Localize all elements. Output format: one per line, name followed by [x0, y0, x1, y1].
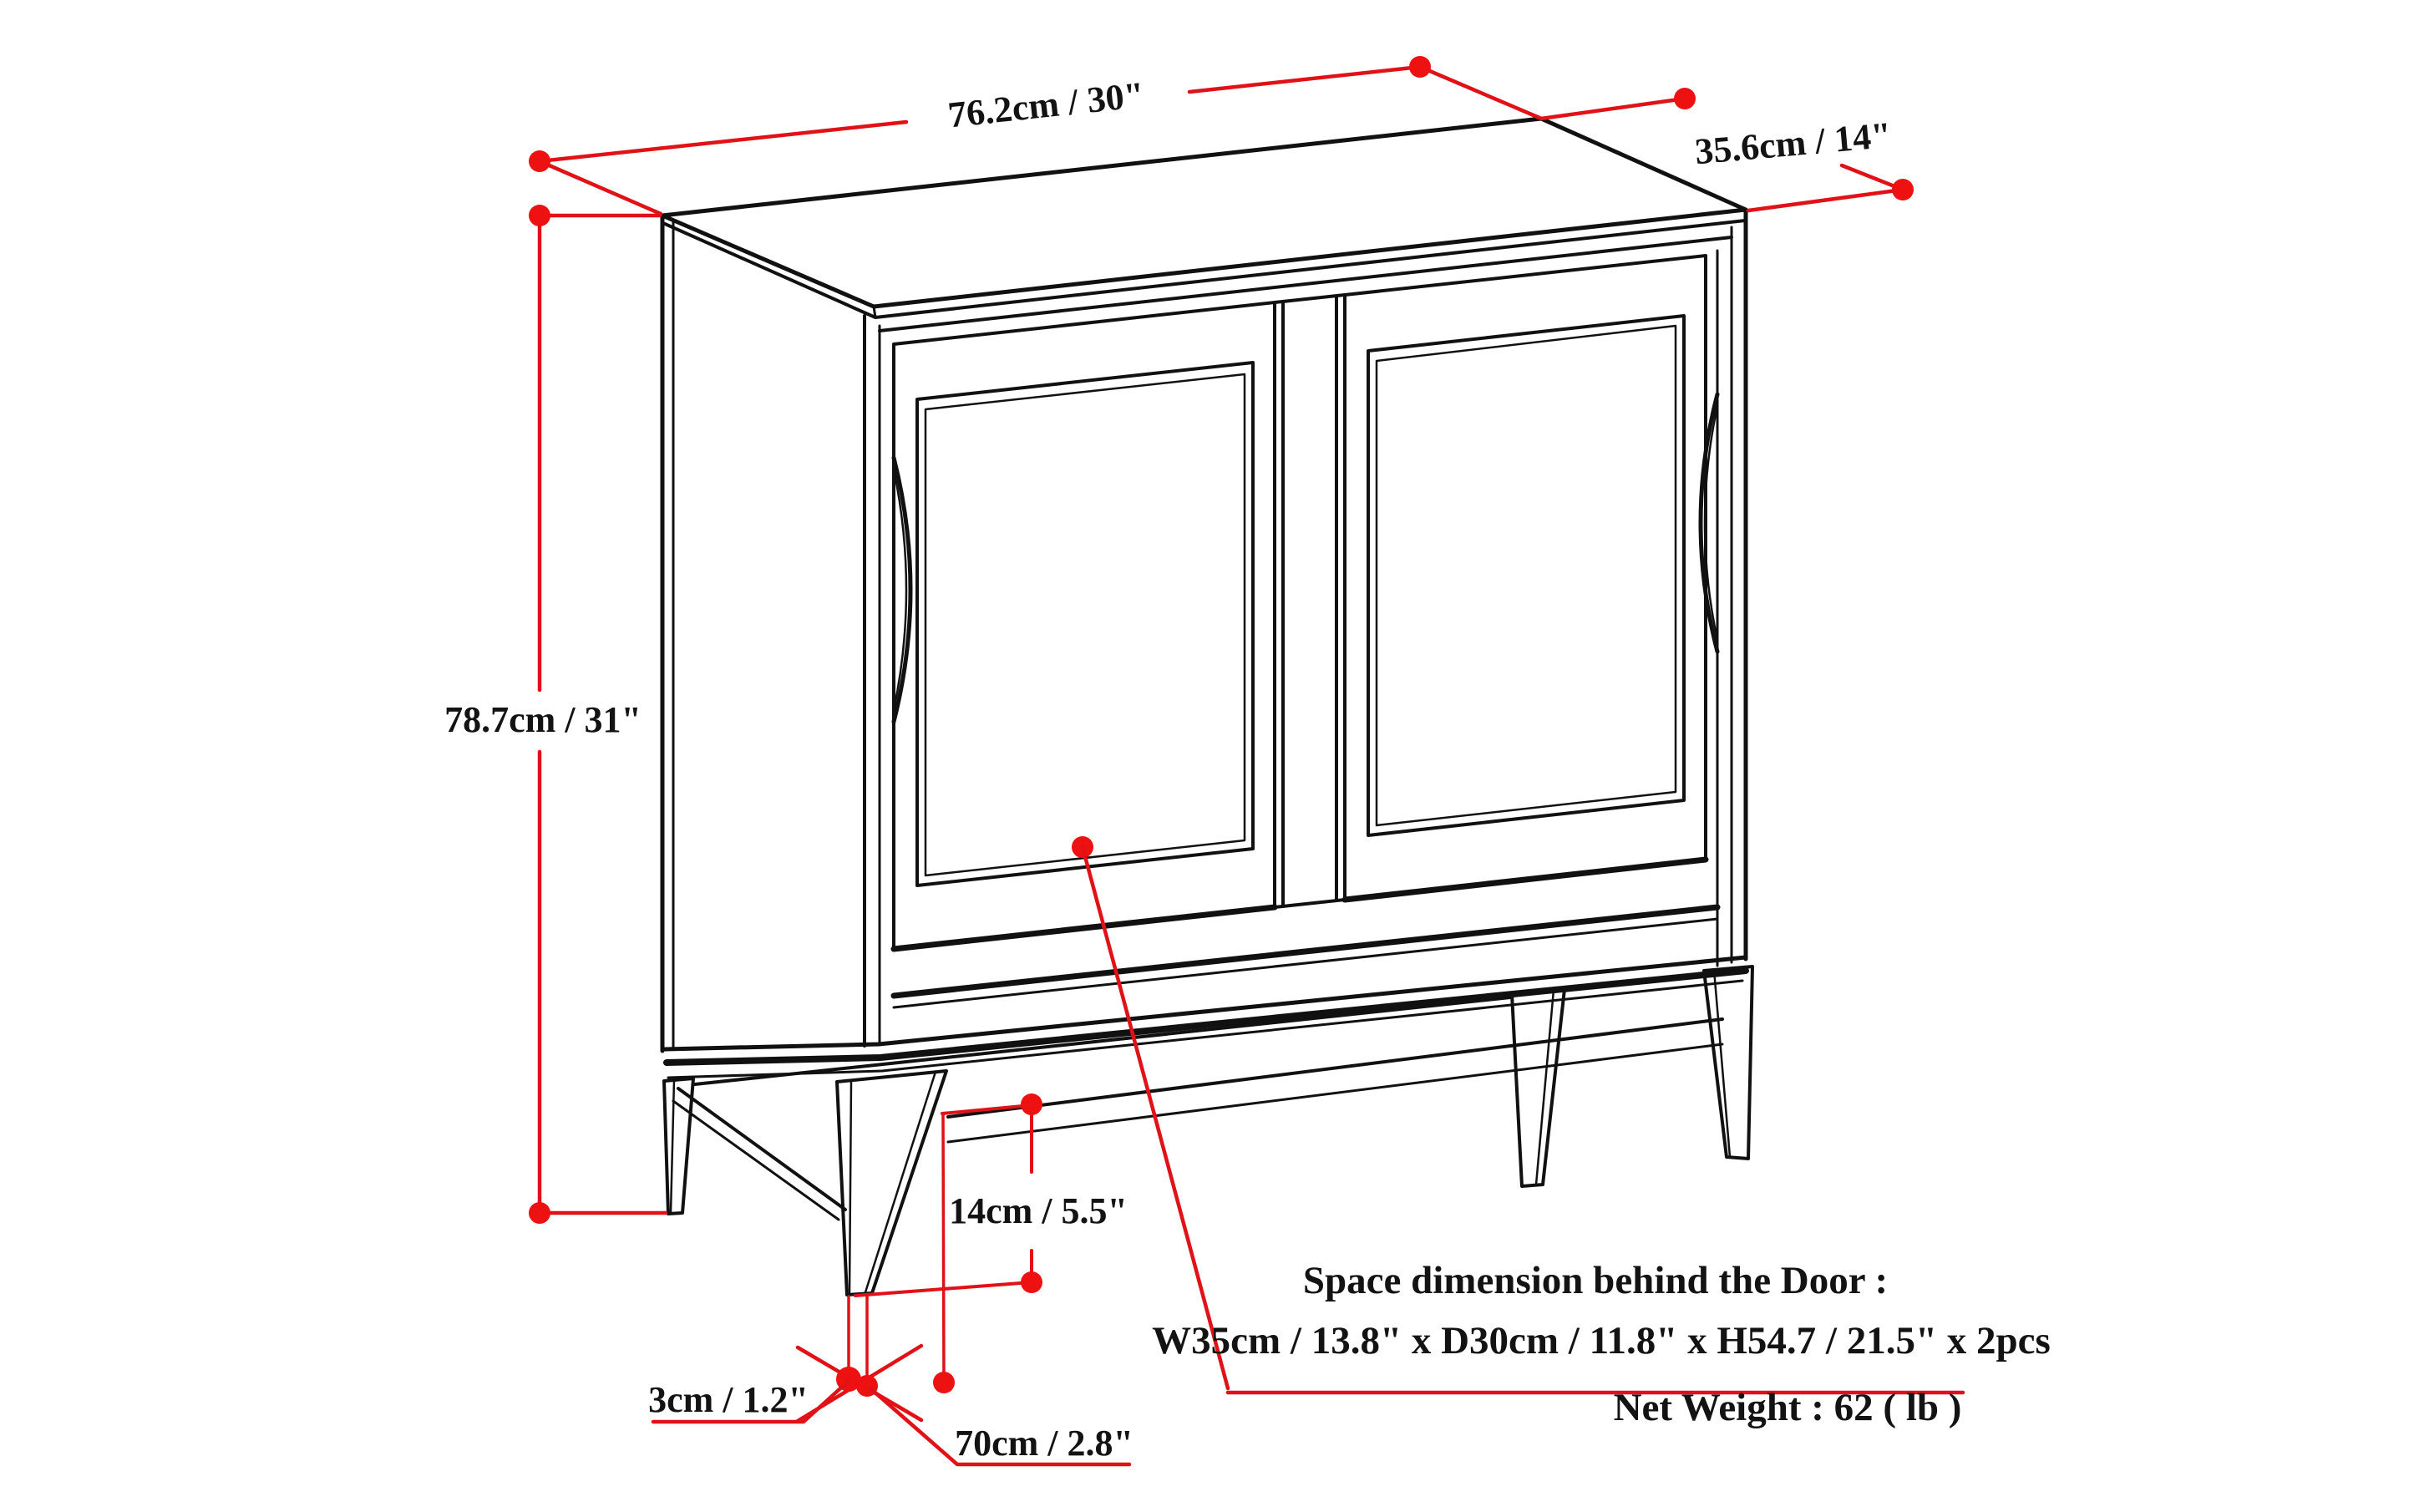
dimension-marker — [933, 1372, 955, 1393]
height-dimension-label: 78.7cm / 31" — [444, 699, 642, 740]
foot-spacing-label: 70cm / 2.8" — [955, 1423, 1133, 1464]
dimension-marker — [1021, 1093, 1042, 1115]
dimension-marker — [1674, 88, 1696, 109]
dimension-marker — [529, 1202, 550, 1224]
center-stile — [1273, 293, 1346, 909]
left-door-handle-cutout — [891, 455, 913, 724]
space-note-line2: W35cm / 13.8" x D30cm / 11.8" x H54.7 / … — [1152, 1319, 2051, 1362]
right-door-handle-cutout — [1698, 392, 1720, 654]
right-door — [1341, 254, 1709, 903]
dimension-marker — [1021, 1271, 1042, 1293]
cabinet-drawing — [660, 116, 1754, 1296]
front-left-leg — [835, 1069, 948, 1296]
front-right-leg — [1702, 965, 1754, 1160]
cabinet-body — [660, 209, 1749, 1079]
dimension-annotations: 76.2cm / 30" 35.6cm / 14" 78.7cm / 31" — [444, 56, 2051, 1467]
leg-height-dimension-label: 14cm / 5.5" — [949, 1190, 1128, 1231]
right-door-panel — [1367, 314, 1686, 837]
foot-width-label: 3cm / 1.2" — [648, 1379, 809, 1420]
dimension-marker — [529, 205, 550, 226]
left-door — [890, 301, 1278, 952]
width-dimension-label: 76.2cm / 30" — [946, 74, 1147, 136]
net-weight-label: Net Weight : 62 ( lb ) — [1614, 1386, 1962, 1429]
width-dimension: 76.2cm / 30" — [529, 56, 1542, 216]
height-dimension: 78.7cm / 31" — [444, 205, 668, 1224]
interior-space-callout: Space dimension behind the Door : W35cm … — [1072, 836, 2051, 1395]
leg-height-dimension: 14cm / 5.5" — [854, 1093, 1128, 1297]
foot-detail-dimensions: 3cm / 1.2" 70cm / 2.8" — [648, 1112, 1133, 1467]
dimension-marker — [1409, 56, 1431, 78]
back-right-leg — [1510, 987, 1566, 1188]
left-door-panel — [915, 361, 1255, 887]
space-note-line1: Space dimension behind the Door : — [1303, 1259, 1888, 1302]
back-left-leg — [662, 1077, 695, 1215]
cabinet-legs — [662, 965, 1754, 1296]
depth-dimension: 35.6cm / 14" — [1539, 88, 1914, 213]
depth-dimension-label: 35.6cm / 14" — [1693, 114, 1893, 172]
dimension-marker — [529, 150, 550, 172]
cabinet-top — [660, 116, 1748, 319]
dimension-marker — [1892, 179, 1914, 200]
base-frame — [672, 996, 1724, 1221]
